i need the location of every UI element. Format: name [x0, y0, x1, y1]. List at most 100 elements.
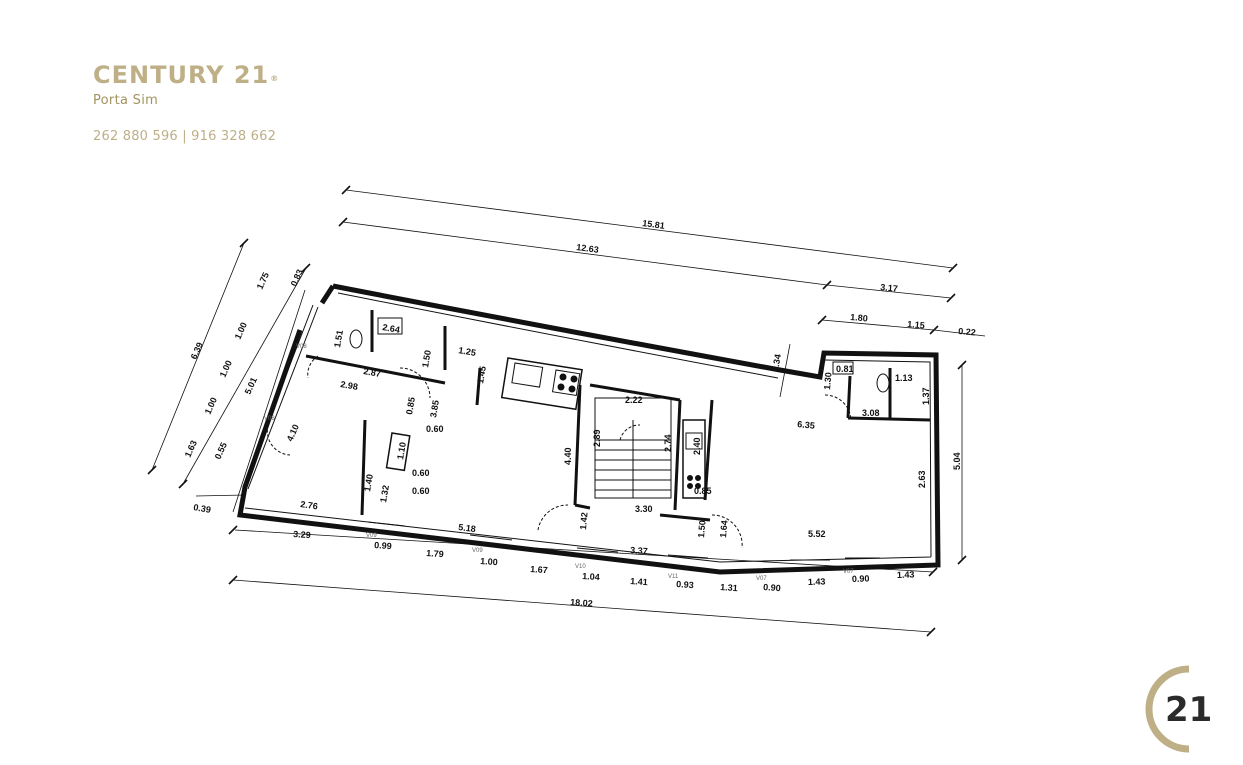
- dim-b3: 1.79: [426, 548, 444, 559]
- dim-145: 1.45: [475, 365, 488, 384]
- dim-140: 1.40: [362, 473, 375, 492]
- dim-125: 1.25: [458, 345, 477, 358]
- dimension-labels: 15.81 12.63 3.17 1.80 1.15 0.22 1.34 6.3…: [183, 218, 976, 609]
- brand-block: CENTURY 21® Porta Sim: [93, 60, 279, 108]
- dim-b9: 1.31: [720, 582, 738, 593]
- office-name: Porta Sim: [93, 93, 159, 108]
- dim-410: 4.10: [285, 423, 301, 443]
- window-tag-v09b: V09: [472, 548, 483, 554]
- dim-289: 2.89: [592, 429, 602, 447]
- washbasin-right: [832, 361, 854, 375]
- dim-337: 3.37: [630, 545, 648, 556]
- dim-240: 2.40: [692, 437, 702, 455]
- dim-b11: 1.43: [808, 576, 826, 587]
- dim-right-b: 1.15: [907, 319, 925, 330]
- dim-left-h: 0.55: [213, 441, 229, 461]
- dim-274: 2.74: [663, 434, 673, 452]
- washbasin: [377, 317, 403, 335]
- dim-085: 0.85: [404, 396, 417, 415]
- dim-left-d: 1.00: [218, 359, 234, 379]
- dim-b8: 0.93: [676, 579, 694, 590]
- logo-number: 21: [1165, 690, 1212, 730]
- dim-110: 1.10: [395, 441, 408, 460]
- brand-name: CENTURY 21®: [93, 60, 279, 90]
- dim-right-a: 1.80: [850, 312, 868, 323]
- dim-b6: 1.04: [582, 571, 600, 582]
- dim-b4: 1.00: [480, 556, 498, 567]
- dim-085b: 0.85: [694, 486, 712, 496]
- window-tag-v07b: V07: [843, 569, 854, 575]
- sink: [511, 362, 544, 388]
- dim-right-c: 0.22: [958, 326, 976, 337]
- dim-b2: 0.99: [374, 540, 392, 551]
- dim-287: 2.87: [363, 366, 382, 379]
- dim-308: 3.08: [862, 408, 880, 418]
- dim-total-top: 15.81: [642, 218, 666, 231]
- dim-385: 3.85: [428, 399, 441, 418]
- dim-left-g: 1.63: [183, 439, 199, 459]
- window-tag-v10: V10: [575, 564, 586, 570]
- dim-left-e: 1.00: [203, 396, 219, 416]
- dim-top-left: 12.63: [576, 242, 600, 255]
- outer-wall: [237, 283, 941, 575]
- dim-330: 3.30: [635, 504, 653, 514]
- dim-276: 2.76: [300, 499, 319, 511]
- window-tag-v08b: V08: [264, 416, 275, 422]
- window-tag-v11: V11: [668, 574, 679, 580]
- dim-left-a: 1.75: [255, 271, 271, 291]
- toilet-right: [876, 373, 890, 393]
- dim-142: 1.42: [578, 512, 589, 530]
- dim-top-right: 3.17: [880, 282, 898, 294]
- dim-440: 4.40: [563, 447, 573, 465]
- dim-113: 1.13: [895, 373, 913, 383]
- dim-notch: 1.34: [770, 353, 783, 372]
- dim-right-total: 5.04: [952, 452, 962, 470]
- dim-150b: 1.50: [696, 520, 707, 538]
- windows: [367, 521, 880, 561]
- window-tag-v09a: V09: [366, 533, 377, 539]
- dim-left-b: 0.83: [289, 268, 305, 288]
- dimension-lines: [151, 189, 986, 633]
- dim-b5: 1.67: [530, 564, 548, 575]
- dim-264: 2.64: [382, 322, 401, 335]
- column: [385, 432, 411, 472]
- dim-151: 1.51: [332, 329, 345, 348]
- dim-130: 1.30: [822, 372, 833, 390]
- staircase: [594, 397, 672, 499]
- dim-b13: 1.43: [897, 569, 915, 580]
- dim-164: 1.64: [718, 520, 729, 538]
- dim-left-f: 5.01: [243, 376, 259, 396]
- dim-137: 1.37: [921, 387, 931, 405]
- dim-b12: 0.90: [852, 573, 870, 584]
- dim-left-c: 1.00: [233, 321, 249, 341]
- dim-635: 6.35: [797, 419, 815, 431]
- dim-bottom-total: 18.02: [570, 597, 593, 609]
- dim-518: 5.18: [458, 522, 477, 534]
- window-tag-v07a: V07: [756, 576, 767, 582]
- dim-081: 0.81: [836, 364, 854, 374]
- dim-263: 2.63: [917, 470, 927, 488]
- dim-b10: 0.90: [763, 582, 781, 593]
- dim-298: 2.98: [340, 379, 359, 392]
- toilet: [349, 329, 363, 349]
- dim-left-i: 0.39: [193, 502, 212, 515]
- window-tag-v08a: V08: [296, 344, 307, 350]
- dim-222: 2.22: [625, 395, 643, 405]
- century21-logo: 21: [1145, 665, 1212, 753]
- dim-060c: 0.60: [412, 486, 430, 496]
- kitchenette: [682, 419, 706, 499]
- phone-numbers: 262 880 596 | 916 328 662: [93, 129, 277, 144]
- kitchen-counter: [500, 357, 583, 411]
- cooktop: [551, 369, 581, 397]
- tick-marks: [147, 185, 967, 637]
- dim-060b: 0.60: [412, 468, 430, 478]
- logo-ring-icon: [1145, 665, 1190, 753]
- brand-name-text: CENTURY 21: [93, 61, 270, 89]
- dim-b1: 3.29: [293, 529, 311, 540]
- dim-b7: 1.41: [630, 576, 648, 587]
- dim-132: 1.32: [378, 484, 391, 503]
- dim-left-total: 6.39: [189, 341, 205, 361]
- dim-552: 5.52: [808, 529, 826, 539]
- registered-mark: ®: [270, 74, 280, 83]
